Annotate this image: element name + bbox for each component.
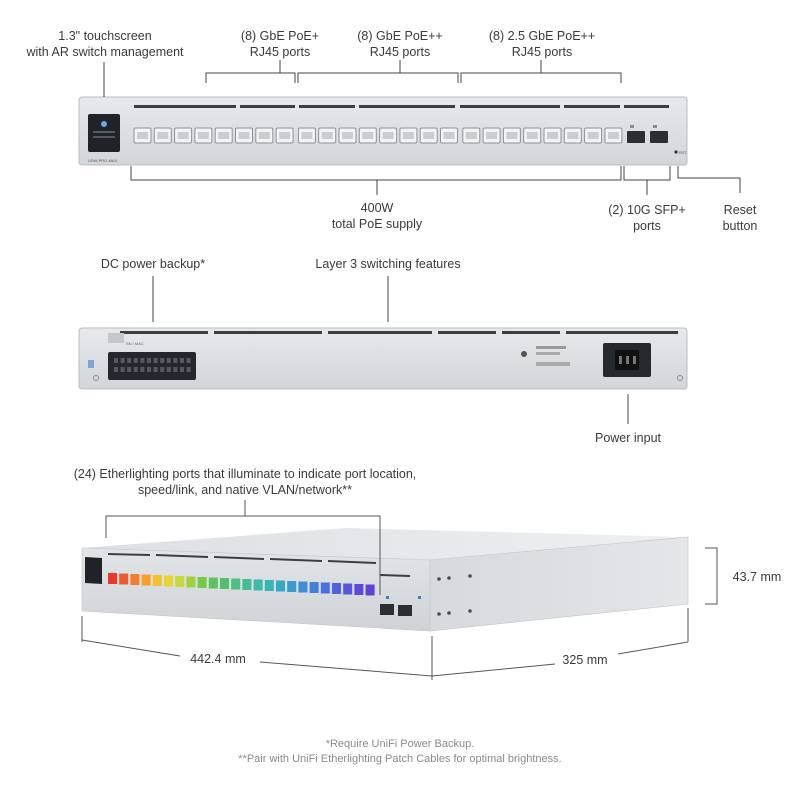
rj45-port-jack: [177, 132, 189, 139]
dc-connector-pin: [160, 367, 165, 372]
rj45-port-jack: [362, 132, 374, 139]
rj45-port-jack: [321, 132, 333, 139]
dc-connector-pin: [186, 358, 191, 363]
iso-switch-drawing: [81, 500, 718, 680]
rj45-port-jack: [238, 132, 250, 139]
rj45-port-jack: [137, 132, 148, 139]
rj45-port-jack: [423, 132, 435, 139]
label-layer3: Layer 3 switching features: [315, 257, 461, 271]
etherlighting-port: [343, 583, 353, 595]
rj45-port-jack: [301, 132, 313, 139]
dc-connector-pin: [127, 358, 132, 363]
dc-connector-pin: [160, 358, 165, 363]
etherlighting-port: [186, 576, 196, 588]
etherlighting-port: [231, 578, 241, 590]
front-switch-drawing: USW-PRO-MAX RST: [78, 60, 741, 195]
dc-connector-pin: [120, 367, 125, 372]
etherlighting-port: [208, 577, 218, 589]
etherlighting-port: [298, 581, 308, 593]
etherlighting-port: [108, 573, 117, 584]
rj45-port-jack: [157, 132, 169, 139]
etherlighting-port: [119, 573, 129, 585]
rj45-port-jack: [382, 132, 394, 139]
etherlighting-port: [152, 575, 162, 586]
dc-connector-pin: [186, 367, 191, 372]
dc-connector-pin: [114, 358, 118, 363]
label-reset-button: Reset button: [722, 203, 758, 233]
etherlighting-port: [365, 584, 375, 596]
etherlighting-port: [287, 581, 297, 592]
rj45-port-jack: [342, 132, 353, 139]
label-etherlighting: (24) Etherlighting ports that illuminate…: [73, 467, 417, 497]
etherlighting-port: [164, 575, 173, 587]
etherlighting-port: [354, 584, 364, 595]
label-poe-supply: 400W total PoE supply: [331, 201, 423, 231]
etherlighting-port: [320, 582, 330, 594]
svg-text:RST: RST: [679, 150, 688, 155]
dc-connector-pin: [180, 367, 184, 372]
dc-connector-pin: [133, 367, 138, 372]
dc-connector-pin: [114, 367, 118, 372]
dc-connector-pin: [166, 367, 171, 372]
label-power-input: Power input: [594, 431, 661, 445]
dc-connector-pin: [153, 358, 158, 363]
rj45-port-jack: [218, 132, 230, 139]
etherlighting-port: [242, 579, 252, 590]
etherlighting-port: [141, 574, 151, 586]
rj45-port-jack: [587, 132, 599, 139]
label-height: 43.7 mm: [732, 570, 782, 584]
rj45-port-jack: [486, 132, 498, 139]
rj45-port-jack: [197, 132, 209, 139]
etherlighting-port: [332, 583, 341, 594]
rj45-port-jack: [547, 132, 558, 139]
dc-connector-pin: [173, 358, 178, 363]
etherlighting-port: [253, 579, 263, 591]
rj45-port-jack: [506, 132, 518, 139]
label-sfp-ports: (2) 10G SFP+ ports: [608, 203, 686, 233]
dc-connector-pin: [147, 358, 151, 363]
dc-connector-pin: [180, 358, 184, 363]
svg-text:USW-PRO-MAX: USW-PRO-MAX: [88, 158, 118, 163]
label-gbe-poe-plus: (8) GbE PoE+ RJ45 ports: [240, 29, 320, 59]
label-touchscreen: 1.3" touchscreen with AR switch manageme…: [26, 29, 184, 59]
rj45-port-jack: [607, 132, 619, 139]
etherlighting-ports: [108, 573, 375, 596]
rear-switch-drawing: SN / MAC: [78, 276, 688, 424]
rj45-port-jack: [443, 132, 455, 139]
etherlighting-port: [197, 577, 207, 588]
etherlighting-port: [175, 576, 185, 587]
rj45-port-jack: [279, 132, 291, 139]
dc-connector-pin: [166, 358, 171, 363]
rj45-port-jack: [465, 132, 477, 139]
dc-connector-pin: [153, 367, 158, 372]
label-gbe-poe-plusplus: (8) GbE PoE++ RJ45 ports: [357, 29, 443, 59]
rj45-port-jack: [526, 132, 538, 139]
label-depth: 325 mm: [562, 653, 608, 667]
etherlighting-port: [309, 582, 319, 593]
dc-connector-pin: [133, 358, 138, 363]
dc-connector-pin: [140, 367, 145, 372]
etherlighting-port: [130, 574, 140, 585]
rj45-port-jack: [402, 132, 414, 139]
etherlighting-port: [276, 580, 285, 592]
dc-connector-pin: [127, 367, 132, 372]
label-dc-power-backup: DC power backup*: [100, 257, 206, 271]
front-rj45-ports: [133, 127, 623, 144]
label-width: 442.4 mm: [190, 652, 246, 666]
dc-connector-pin: [173, 367, 178, 372]
etherlighting-port: [220, 578, 229, 589]
dc-connector-pin: [147, 367, 151, 372]
etherlighting-port: [264, 580, 274, 591]
footnote-power-backup: *Require UniFi Power Backup.: [325, 738, 475, 750]
rj45-port-jack: [567, 132, 579, 139]
svg-text:SN / MAC: SN / MAC: [126, 341, 144, 346]
footnote-patch-cables: **Pair with UniFi Etherlighting Patch Ca…: [238, 753, 562, 765]
dc-connector-pin: [120, 358, 125, 363]
label-25gbe-poe-plusplus: (8) 2.5 GbE PoE++ RJ45 ports: [488, 29, 596, 59]
rj45-port-jack: [258, 132, 270, 139]
dc-connector-pin: [140, 358, 145, 363]
